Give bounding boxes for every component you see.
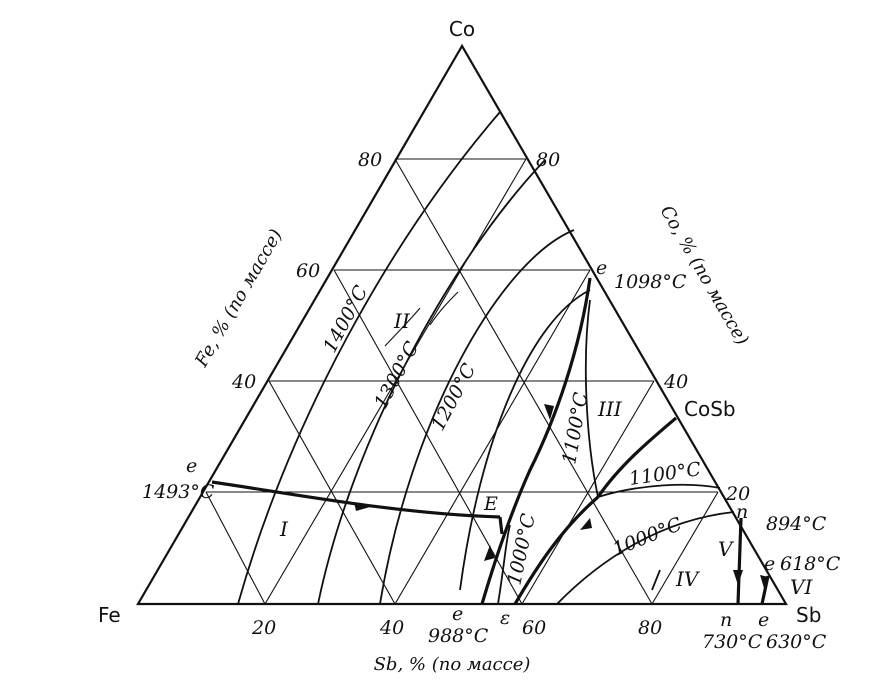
vertex-co: Co xyxy=(449,17,475,41)
svg-text:988°C: 988°C xyxy=(428,625,489,647)
svg-text:894°C: 894°C xyxy=(766,513,827,535)
svg-text:E: E xyxy=(483,493,498,515)
svg-text:60: 60 xyxy=(296,260,320,282)
svg-text:e: e xyxy=(758,609,769,631)
svg-text:n: n xyxy=(720,609,732,631)
svg-text:II: II xyxy=(393,309,411,333)
direction-arrows xyxy=(354,404,769,588)
svg-text:1098°C: 1098°C xyxy=(614,271,687,293)
grid-lines xyxy=(205,158,719,605)
vertex-fe: Fe xyxy=(98,603,121,627)
svg-text:80: 80 xyxy=(358,149,382,171)
svg-text:1000°C: 1000°C xyxy=(610,513,686,561)
isotherm-curves xyxy=(237,111,735,605)
svg-text:ε: ε xyxy=(500,607,510,629)
isotherm-labels: 1400°C 1300°C 1200°C 1100°C 1100°C 1000°… xyxy=(319,282,703,587)
svg-text:40: 40 xyxy=(379,617,404,639)
svg-text:1493°C: 1493°C xyxy=(142,481,215,503)
svg-text:CoSb: CoSb xyxy=(684,397,736,421)
triangle-frame xyxy=(136,43,788,606)
svg-text:VI: VI xyxy=(790,575,813,599)
svg-text:e: e xyxy=(452,603,463,625)
axis-title-left: Fe, % (по массе) xyxy=(191,226,287,372)
svg-text:618°C: 618°C xyxy=(780,553,841,575)
svg-text:V: V xyxy=(718,537,735,561)
svg-text:e: e xyxy=(186,455,197,477)
region-labels: I II III IV V VI xyxy=(279,309,813,599)
svg-text:I: I xyxy=(279,517,289,541)
axis-title-bottom: Sb, % (по массе) xyxy=(374,654,531,675)
svg-text:40: 40 xyxy=(663,371,688,393)
svg-text:630°C: 630°C xyxy=(766,631,827,653)
svg-text:60: 60 xyxy=(522,617,546,639)
svg-text:20: 20 xyxy=(725,483,750,505)
svg-text:40: 40 xyxy=(231,371,256,393)
svg-text:20: 20 xyxy=(251,617,276,639)
svg-text:1400°C: 1400°C xyxy=(319,282,373,357)
svg-text:730°C: 730°C xyxy=(702,631,763,653)
svg-text:III: III xyxy=(597,397,623,421)
svg-text:80: 80 xyxy=(536,149,560,171)
svg-text:80: 80 xyxy=(638,617,662,639)
svg-text:e: e xyxy=(764,553,775,575)
tick-labels: 80 60 40 80 40 20 20 40 60 80 xyxy=(231,149,750,639)
svg-text:e: e xyxy=(596,257,607,279)
boundary-lines xyxy=(211,277,770,605)
svg-text:IV: IV xyxy=(675,567,701,591)
vertex-sb: Sb xyxy=(796,603,821,627)
point-labels: e 1493°C e 1098°C CoSb E e 988°C ε n 894… xyxy=(142,257,841,653)
svg-text:n: n xyxy=(736,501,748,523)
